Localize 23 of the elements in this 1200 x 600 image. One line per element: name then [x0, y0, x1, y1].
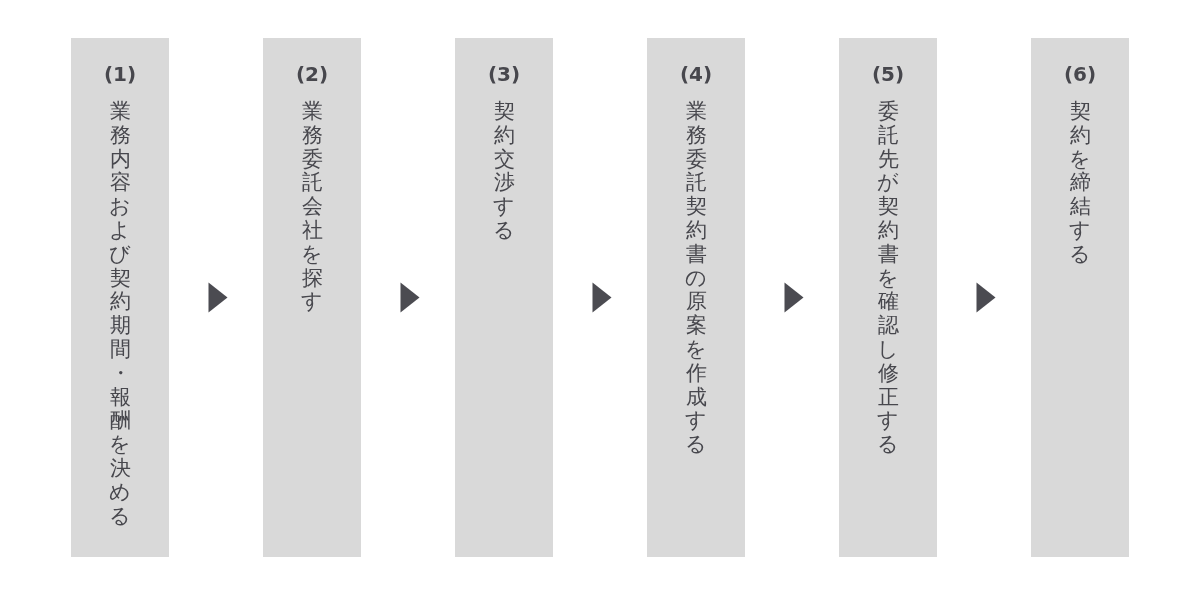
step-number: (2) [295, 62, 329, 86]
step-number: (3) [487, 62, 521, 86]
step-box [839, 38, 937, 557]
step-box [1031, 38, 1129, 557]
arrow [208, 282, 228, 313]
arrow [784, 282, 804, 313]
step-box [263, 38, 361, 557]
arrow [592, 282, 612, 313]
step-number: (1) [103, 62, 137, 86]
step-text: 業務内容および契約期間・報酬を決める [108, 100, 132, 529]
step-text: 業務委託会社を探す [300, 100, 324, 315]
arrow [400, 282, 420, 313]
step-text: 委託先が契約書を確認し修正する [876, 100, 900, 457]
step-number: (6) [1063, 62, 1097, 86]
step-text: 契約を締結する [1068, 100, 1092, 267]
step-box [455, 38, 553, 557]
arrow [976, 282, 996, 313]
step-number: (5) [871, 62, 905, 86]
step-box [647, 38, 745, 557]
step-box [71, 38, 169, 557]
step-number: (4) [679, 62, 713, 86]
step-text: 契約交渉する [492, 100, 516, 243]
step-text: 業務委託契約書の原案を作成する [684, 100, 708, 457]
